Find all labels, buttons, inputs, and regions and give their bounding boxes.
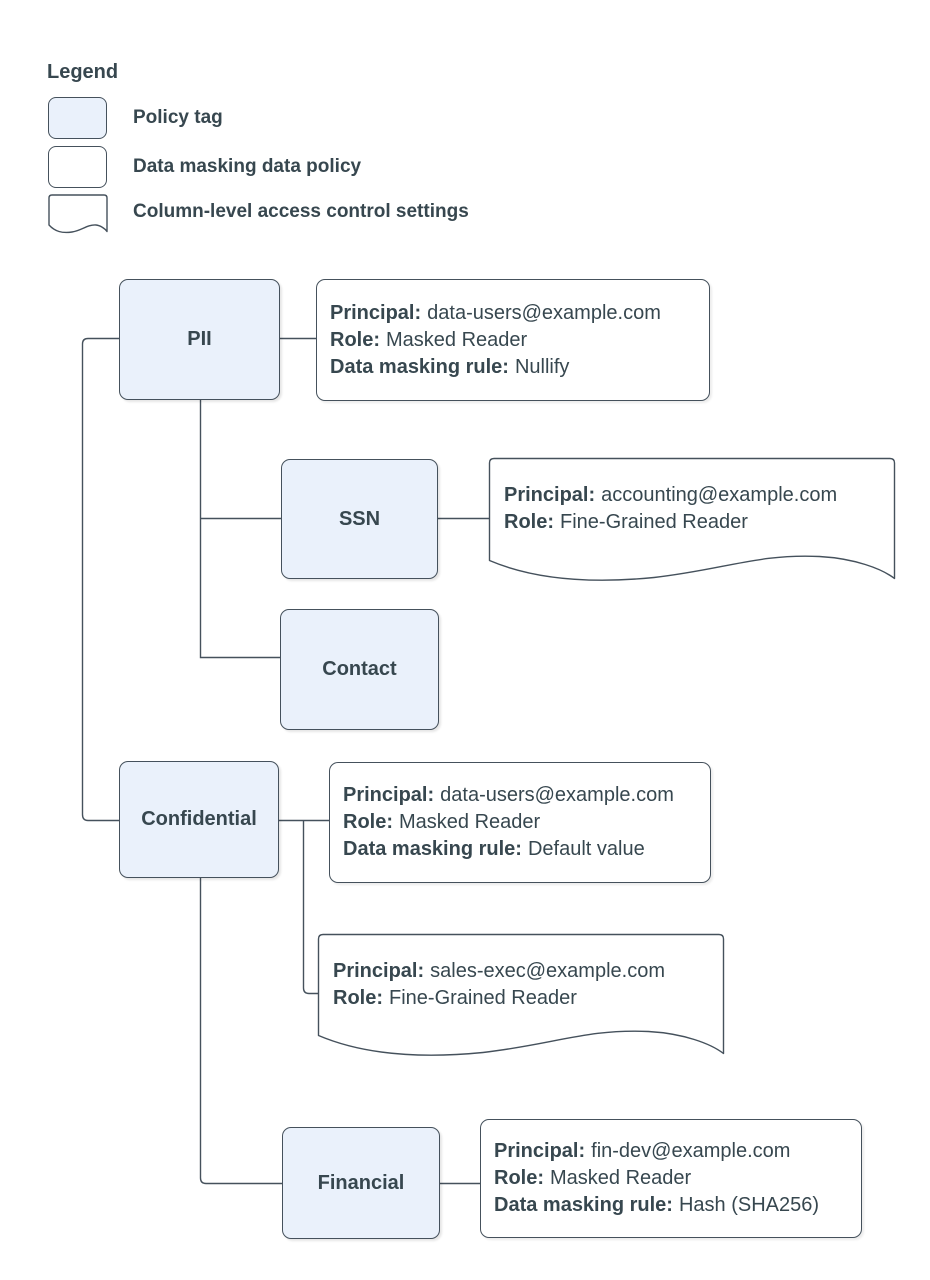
node-label: PII xyxy=(187,328,212,350)
acl-document-ssn xyxy=(488,457,896,581)
node-label: SSN xyxy=(338,507,381,530)
acl-line: Principal:sales-exec@example.com xyxy=(333,959,665,982)
masking-policy-pii: Principal:data-users@example.com Role:Ma… xyxy=(316,279,710,401)
acl-settings-confidential: Principal:sales-exec@example.com Role:Fi… xyxy=(318,934,723,1035)
policy-line: Principal:data-users@example.com xyxy=(330,301,661,324)
node-label: Contact xyxy=(322,658,397,680)
policy-tag-node-financial: Financial xyxy=(282,1127,440,1239)
connector-pii-contact xyxy=(199,400,280,659)
connector-pii-confidential xyxy=(81,337,119,822)
policy-tag-node-confidential: Confidential xyxy=(119,761,279,878)
acl-document-confidential xyxy=(317,933,725,1056)
legend-swatch-data-masking-policy xyxy=(48,146,107,188)
node-label: Confidential xyxy=(141,808,257,830)
policy-line: Principal:fin-dev@example.com xyxy=(494,1140,791,1162)
legend-label-column-access-control: Column-level access control settings xyxy=(133,201,469,222)
legend-swatch-column-access-control xyxy=(48,194,108,234)
policy-line: Role:Masked Reader xyxy=(330,328,528,351)
connector-confidential-financial xyxy=(199,878,282,1185)
policy-tag-node-ssn: SSN xyxy=(281,459,438,579)
policy-tag-node-pii: PII xyxy=(119,279,280,400)
masking-policy-financial: Principal:fin-dev@example.com Role:Maske… xyxy=(480,1119,862,1238)
legend-label-policy-tag: Policy tag xyxy=(133,107,223,128)
policy-line: Data masking rule:Default value xyxy=(343,838,645,860)
legend-label-data-masking-policy: Data masking data policy xyxy=(133,156,362,177)
policy-line: Role:Masked Reader xyxy=(343,811,541,833)
connector-confidential-acl xyxy=(302,820,318,995)
acl-line: Role:Fine-Grained Reader xyxy=(333,986,577,1009)
policy-line: Principal:data-users@example.com xyxy=(343,784,674,806)
policy-tag-node-contact: Contact xyxy=(280,609,439,730)
legend-title: Legend xyxy=(47,61,119,83)
policy-line: Role:Masked Reader xyxy=(494,1167,692,1189)
policy-line: Data masking rule:Hash (SHA256) xyxy=(494,1194,820,1216)
masking-policy-confidential: Principal:data-users@example.com Role:Ma… xyxy=(329,762,711,883)
legend-swatch-policy-tag xyxy=(48,97,107,139)
acl-line: Role:Fine-Grained Reader xyxy=(504,511,748,533)
policy-line: Data masking rule:Nullify xyxy=(330,355,570,378)
node-label: Financial xyxy=(317,1171,405,1194)
acl-settings-ssn: Principal:accounting@example.com Role:Fi… xyxy=(489,458,895,560)
acl-line: Principal:accounting@example.com xyxy=(504,484,838,506)
